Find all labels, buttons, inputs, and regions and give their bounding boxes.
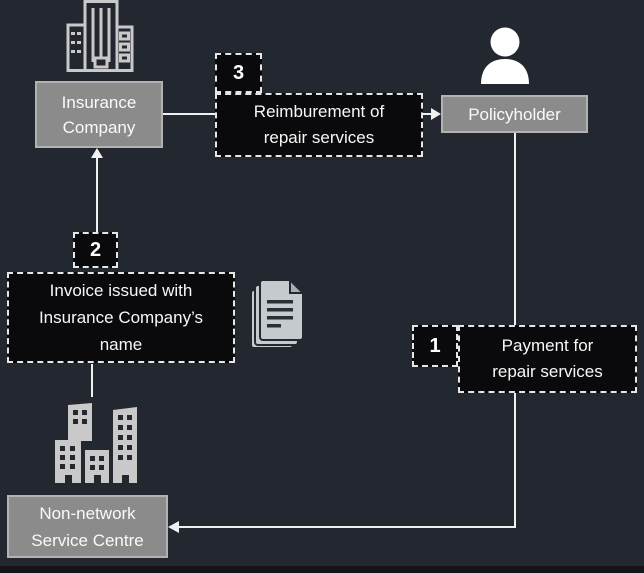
- bottom-edge-bar: [0, 566, 644, 573]
- step-2-label: Invoice issued with Insurance Company’s …: [7, 272, 235, 363]
- step-3-badge: 3: [215, 53, 262, 93]
- node-insurance-company: Insurance Company: [35, 81, 163, 148]
- city-buildings-icon: [55, 403, 137, 483]
- person-icon: [481, 27, 529, 84]
- step-1-badge: 1: [412, 325, 458, 367]
- arrowhead-into-servicecentre: [168, 521, 179, 533]
- step-2-badge: 2: [73, 232, 118, 268]
- connector-invoice-to-buildings: [91, 364, 93, 397]
- office-building-icon: [66, 0, 134, 72]
- step-3-label: Reimburement of repair services: [215, 93, 423, 157]
- documents-icon: [250, 277, 306, 349]
- connector-bottom-horizontal: [178, 526, 516, 528]
- arrowhead-into-insurance: [91, 148, 103, 158]
- step-1-label: Payment for repair services: [458, 325, 637, 393]
- node-policyholder: Policyholder: [441, 95, 588, 133]
- connector-servicecentre-to-insurance: [96, 157, 98, 232]
- node-non-network-service-centre: Non-network Service Centre: [7, 495, 168, 558]
- arrowhead-into-policyholder: [431, 108, 441, 120]
